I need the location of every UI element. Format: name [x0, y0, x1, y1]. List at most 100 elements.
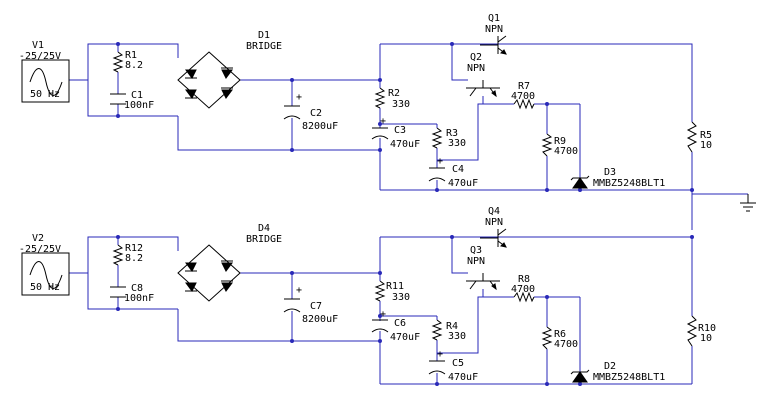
c1-ref: C1 [131, 90, 143, 101]
d3-value: MMBZ5248BLT1 [593, 178, 665, 189]
c7-polarity: + [296, 285, 302, 296]
c5-value: 470uF [448, 372, 478, 383]
c6-value: 470uF [390, 332, 420, 343]
c6-polarity: + [380, 309, 386, 320]
r9-ref: R9 [554, 136, 566, 147]
channel-1-junctions [116, 42, 694, 192]
capacitor-c3[interactable]: + C3 470uF [371, 116, 420, 150]
resistor-r1[interactable]: R1 8.2 [112, 50, 143, 73]
ground-symbol [692, 193, 756, 212]
c8-ref: C8 [131, 283, 143, 294]
c2-polarity: + [296, 92, 302, 103]
zener-diode-d2[interactable]: D2 MMBZ5248BLT1 [570, 361, 665, 383]
c6-ref: C6 [394, 318, 406, 329]
r5-ref: R5 [700, 130, 712, 141]
q1-value: NPN [485, 24, 503, 35]
c4-ref: C4 [452, 164, 464, 175]
resistor-r4[interactable]: R4 330 [431, 319, 466, 342]
r4-value: 330 [448, 331, 466, 342]
q3-value: NPN [467, 256, 485, 267]
resistor-r10[interactable]: R10 10 [686, 315, 716, 347]
d1-value: BRIDGE [246, 41, 282, 52]
resistor-r3[interactable]: R3 330 [431, 127, 466, 149]
r11-ref: R11 [386, 281, 404, 292]
resistor-r8[interactable]: R8 4700 [511, 274, 535, 303]
resistor-r9[interactable]: R9 4700 [541, 133, 578, 157]
capacitor-c1[interactable]: C1 100nF [110, 90, 154, 111]
bridge-rectifier-d4[interactable]: D4 BRIDGE [177, 223, 282, 302]
r12-ref: R12 [125, 243, 143, 254]
c5-polarity: + [437, 349, 443, 360]
r8-value: 4700 [511, 284, 535, 295]
transistor-q2[interactable]: Q2 NPN [466, 52, 500, 98]
capacitor-c5[interactable]: + C5 470uF [428, 349, 478, 383]
v2-value: -25/25V [19, 244, 61, 255]
channel-1-circuit: V1 -25/25V 50 Hz R1 8.2 C1 100nF [19, 13, 712, 230]
v2-ref: V2 [32, 233, 44, 244]
r6-value: 4700 [554, 339, 578, 350]
resistor-r7[interactable]: R7 4700 [511, 81, 535, 110]
resistor-r5[interactable]: R5 10 [686, 121, 712, 153]
c1-value: 100nF [124, 100, 154, 111]
r9-value: 4700 [554, 146, 578, 157]
d3-ref: D3 [604, 167, 616, 178]
r11-value: 330 [392, 292, 410, 303]
c4-polarity: + [437, 156, 443, 167]
c3-polarity: + [380, 116, 386, 127]
resistor-r6[interactable]: R6 4700 [541, 326, 578, 350]
r7-ref: R7 [518, 81, 530, 92]
transistor-q4[interactable]: Q4 NPN [480, 206, 507, 248]
channel-2-circuit: V2 -25/25V 50 Hz R12 8.2 C8 100nF [19, 206, 716, 386]
d4-ref: D4 [258, 223, 270, 234]
v1-value: -25/25V [19, 51, 61, 62]
c7-ref: C7 [310, 301, 322, 312]
d4-value: BRIDGE [246, 234, 282, 245]
r6-ref: R6 [554, 329, 566, 340]
v1-ref: V1 [32, 40, 44, 51]
r3-ref: R3 [446, 128, 458, 139]
r10-value: 10 [700, 333, 712, 344]
channel-1-wires [69, 43, 693, 230]
c5-ref: C5 [452, 358, 464, 369]
c3-value: 470uF [390, 139, 420, 150]
r1-ref: R1 [125, 50, 137, 61]
v2-freq: 50 Hz [30, 282, 60, 293]
transistor-q1[interactable]: Q1 NPN [480, 13, 507, 55]
transistor-q3[interactable]: Q3 NPN [466, 245, 500, 291]
zener-diode-d3[interactable]: D3 MMBZ5248BLT1 [570, 167, 665, 189]
voltage-source-v1[interactable]: V1 -25/25V 50 Hz [19, 40, 70, 103]
c7-value: 8200uF [302, 314, 338, 325]
r1-value: 8.2 [125, 60, 143, 71]
r12-value: 8.2 [125, 253, 143, 264]
c8-value: 100nF [124, 293, 154, 304]
capacitor-c8[interactable]: C8 100nF [110, 283, 154, 304]
c3-ref: C3 [394, 125, 406, 136]
d2-value: MMBZ5248BLT1 [593, 372, 665, 383]
capacitor-c7[interactable]: + C7 8200uF [283, 285, 338, 325]
r5-value: 10 [700, 140, 712, 151]
q4-value: NPN [485, 217, 503, 228]
channel-2-junctions [116, 235, 694, 386]
q2-ref: Q2 [470, 52, 482, 63]
c2-ref: C2 [310, 108, 322, 119]
d1-ref: D1 [258, 30, 270, 41]
r3-value: 330 [448, 138, 466, 149]
c2-value: 8200uF [302, 121, 338, 132]
resistor-r12[interactable]: R12 8.2 [112, 243, 143, 266]
capacitor-c6[interactable]: + C6 470uF [371, 309, 420, 343]
r10-ref: R10 [698, 323, 716, 334]
resistor-r2[interactable]: R2 330 [374, 87, 410, 110]
v1-freq: 50 Hz [30, 89, 60, 100]
r4-ref: R4 [446, 321, 458, 332]
voltage-source-v2[interactable]: V2 -25/25V 50 Hz [19, 233, 70, 296]
r8-ref: R8 [518, 274, 530, 285]
c4-value: 470uF [448, 178, 478, 189]
q4-ref: Q4 [488, 206, 500, 217]
bridge-rectifier-d1[interactable]: D1 BRIDGE [177, 30, 282, 109]
capacitor-c4[interactable]: + C4 470uF [428, 156, 478, 189]
q3-ref: Q3 [470, 245, 482, 256]
resistor-r11[interactable]: R11 330 [374, 280, 410, 303]
q2-value: NPN [467, 63, 485, 74]
capacitor-c2[interactable]: + C2 8200uF [283, 92, 338, 132]
